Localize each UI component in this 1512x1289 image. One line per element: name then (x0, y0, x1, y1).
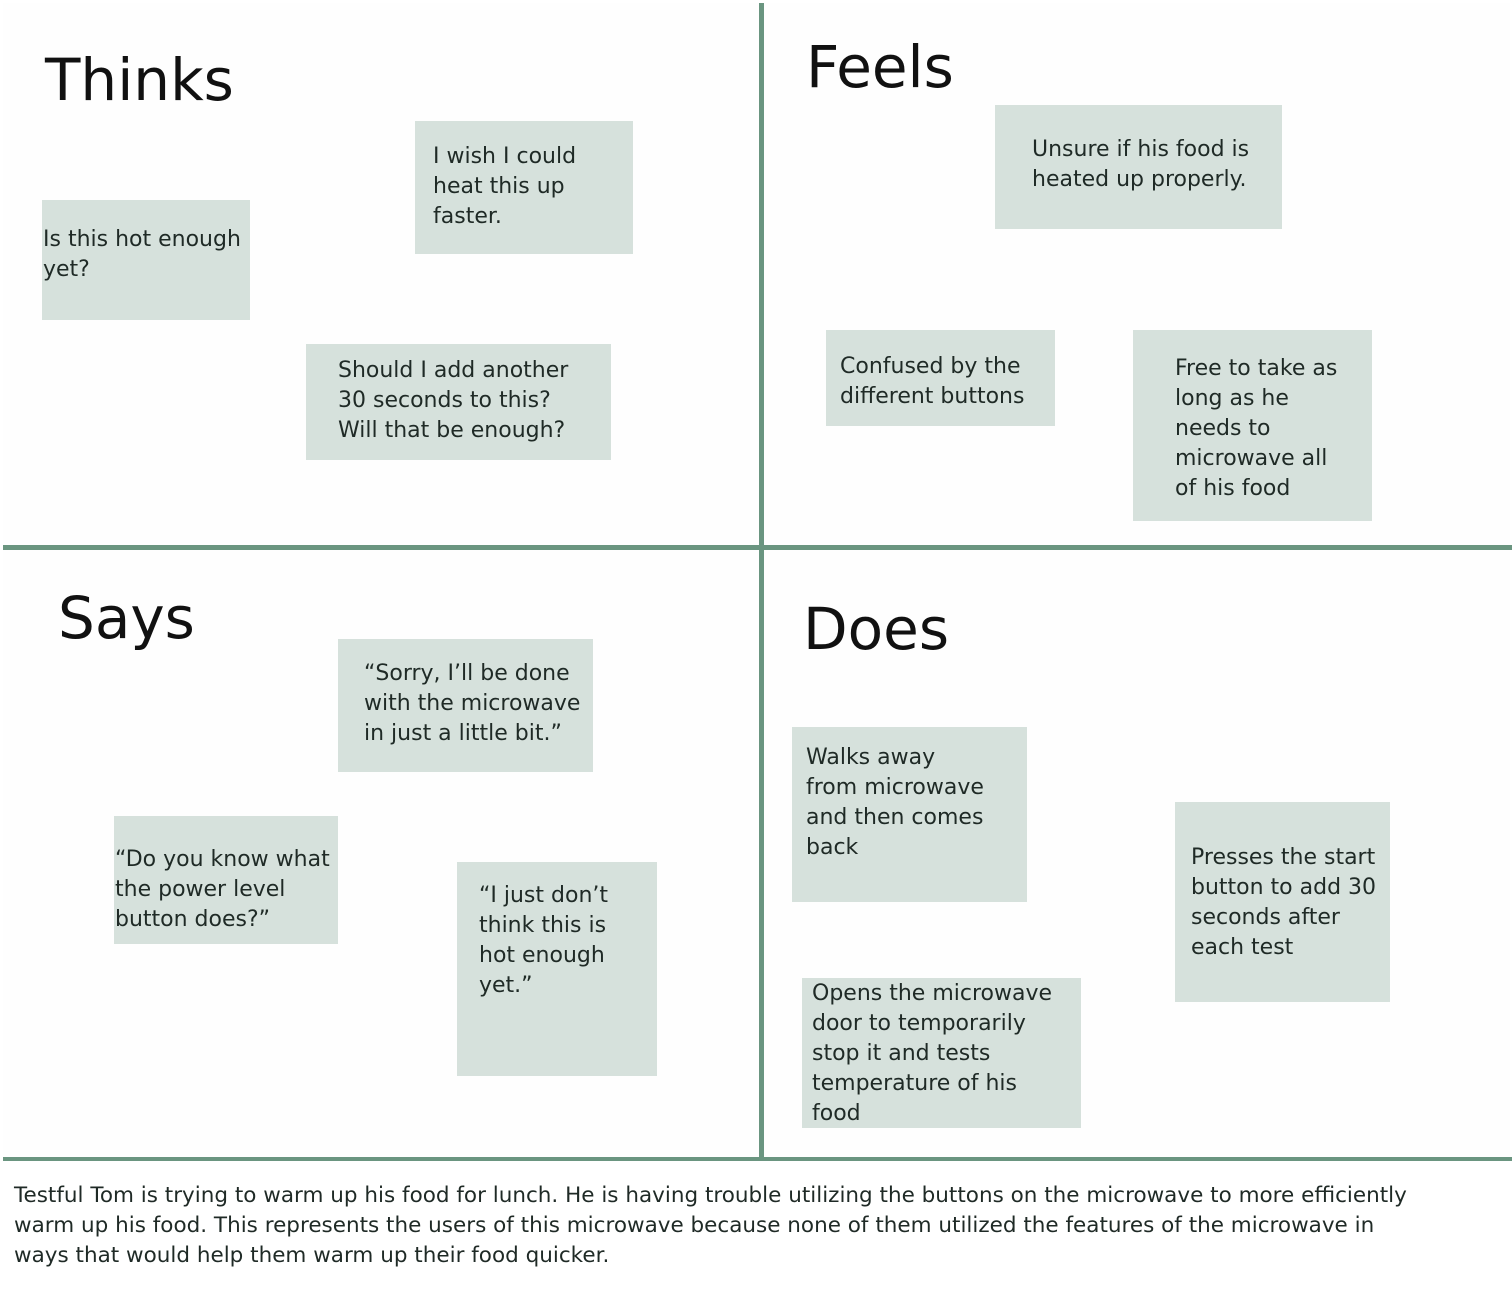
sticky-note-does-presses-start[interactable]: Presses the start button to add 30 secon… (1175, 802, 1390, 1002)
note-line: heated up properly. (1032, 167, 1247, 192)
note-line: Free to take as (1175, 356, 1338, 381)
sticky-note-says-power-level[interactable]: “Do you know what the power level button… (114, 816, 338, 944)
note-line: Opens the microwave (812, 981, 1053, 1006)
note-line: I wish I could (433, 144, 577, 169)
sticky-note-does-opens-door[interactable]: Opens the microwave door to temporarily … (802, 978, 1081, 1128)
note-line: Presses the start (1191, 845, 1376, 870)
note-line: seconds after (1191, 905, 1340, 930)
caption-line: Testful Tom is trying to warm up his foo… (14, 1183, 1407, 1208)
sticky-note-feels-free[interactable]: Free to take as long as he needs to micr… (1133, 330, 1372, 521)
horizontal-divider (3, 545, 1512, 550)
sticky-note-thinks-add-30-seconds[interactable]: Should I add another 30 seconds to this?… (306, 344, 611, 460)
note-line: back (806, 835, 859, 860)
note-line: Walks away (806, 745, 936, 770)
note-line: Confused by the (840, 354, 1021, 379)
note-line: yet? (43, 257, 90, 282)
persona-description: Testful Tom is trying to warm up his foo… (14, 1181, 1504, 1271)
note-line: Will that be enough? (338, 418, 566, 443)
note-line: button does?” (115, 907, 271, 932)
sticky-note-says-not-hot-enough[interactable]: “I just don’t think this is hot enough y… (457, 862, 657, 1076)
note-line: the power level (115, 877, 286, 902)
note-line: “Do you know what (115, 847, 330, 872)
note-line: faster. (433, 204, 502, 229)
note-line: and then comes (806, 805, 984, 830)
note-line: “Sorry, I’ll be done (364, 661, 570, 686)
note-line: long as he (1175, 386, 1289, 411)
thinks-title: Thinks (45, 46, 234, 114)
note-line: of his food (1175, 476, 1291, 501)
note-line: with the microwave (364, 691, 581, 716)
sticky-note-thinks-faster[interactable]: I wish I could heat this up faster. (415, 121, 633, 254)
caption-line: ways that would help them warm up their … (14, 1243, 610, 1268)
note-line: yet.” (479, 973, 533, 998)
sticky-note-says-sorry[interactable]: “Sorry, I’ll be done with the microwave … (338, 639, 593, 772)
note-line: 30 seconds to this? (338, 388, 551, 413)
note-line: Is this hot enough (43, 227, 241, 252)
note-line: food (812, 1101, 861, 1126)
note-line: door to temporarily (812, 1011, 1026, 1036)
note-line: stop it and tests (812, 1041, 991, 1066)
does-title: Does (803, 595, 950, 663)
feels-title: Feels (806, 33, 954, 101)
bottom-divider (3, 1157, 1512, 1161)
sticky-note-thinks-hot-enough[interactable]: Is this hot enough yet? (42, 200, 250, 320)
note-line: each test (1191, 935, 1294, 960)
caption-line: warm up his food. This represents the us… (14, 1213, 1375, 1238)
note-line: temperature of his (812, 1071, 1017, 1096)
note-line: Should I add another (338, 358, 569, 383)
note-line: from microwave (806, 775, 984, 800)
note-line: Unsure if his food is (1032, 137, 1250, 162)
note-line: hot enough (479, 943, 605, 968)
note-line: different buttons (840, 384, 1025, 409)
says-title: Says (58, 584, 195, 652)
note-line: needs to (1175, 416, 1271, 441)
note-line: think this is (479, 913, 607, 938)
vertical-divider (759, 3, 764, 1161)
sticky-note-feels-unsure[interactable]: Unsure if his food is heated up properly… (995, 105, 1282, 229)
note-line: in just a little bit.” (364, 721, 562, 746)
sticky-note-does-walks-away[interactable]: Walks away from microwave and then comes… (792, 727, 1027, 902)
note-line: microwave all (1175, 446, 1328, 471)
note-line: heat this up (433, 174, 565, 199)
note-line: “I just don’t (479, 883, 609, 908)
sticky-note-feels-confused[interactable]: Confused by the different buttons (826, 330, 1055, 426)
note-line: button to add 30 (1191, 875, 1377, 900)
